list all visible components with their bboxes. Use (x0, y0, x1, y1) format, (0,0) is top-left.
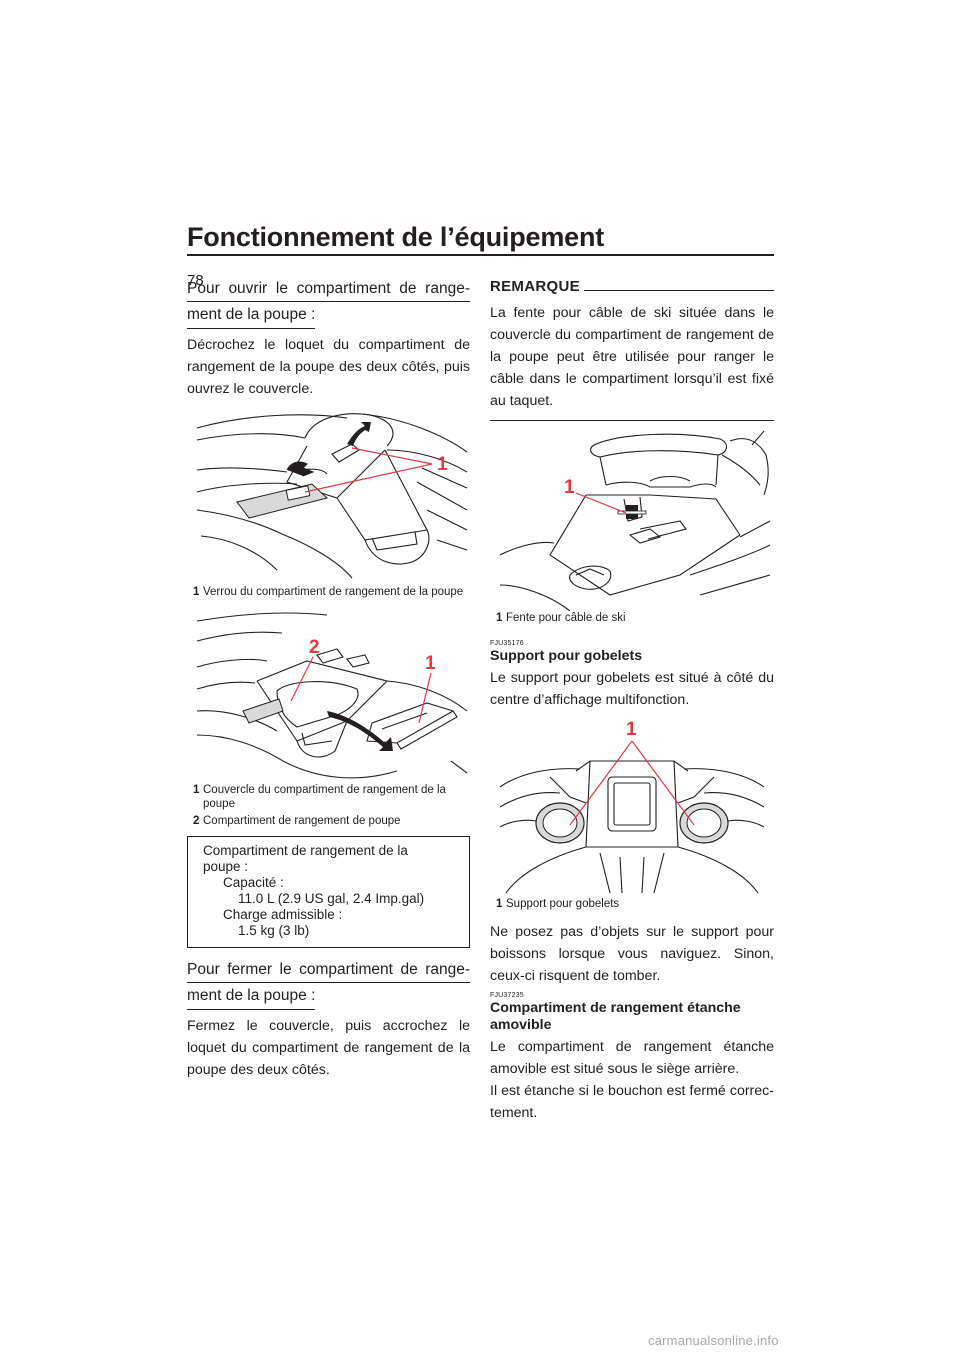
spec-line: poupe : (203, 859, 249, 874)
figure-stern-compartment-open: 2 1 (187, 611, 470, 783)
section-title: Support pour gobelets (490, 648, 643, 664)
note-rule (583, 290, 774, 291)
cup-holders-illustration: 1 (499, 719, 765, 894)
caption-text: Compartiment de rangement de poupe (203, 815, 401, 827)
spec-line: Compartiment de rangement de la (203, 843, 408, 858)
note-heading: REMARQUE (490, 278, 774, 296)
note-end-rule (490, 420, 774, 421)
caption-text: Fente pour câble de ski (506, 612, 626, 624)
callout-number: 1 (425, 653, 436, 674)
capacity-spec-box: Compartiment de rangement de la poupe : … (187, 836, 470, 948)
figure-ski-rope-slot: 1 (490, 425, 773, 612)
callout-line (351, 447, 433, 465)
right-column: REMARQUE La fente pour câble de ski situ… (490, 276, 774, 1124)
caption-number: 1 (496, 898, 503, 910)
spec-capacity-label: Capacité : (223, 875, 284, 890)
callout-number: 1 (564, 477, 575, 498)
callout-number: 1 (626, 719, 637, 740)
close-heading-line1: Pour fermer le compartiment de range- (187, 957, 470, 983)
caption-text: Support pour gobelets (506, 898, 620, 910)
open-heading: Pour ouvrir le compartiment de range- me… (187, 276, 470, 329)
caption-number: 1 (193, 586, 200, 598)
callout-number: 2 (309, 637, 320, 658)
cup-holder-warning: Ne posez pas d’objets sur le support pou… (490, 924, 774, 984)
open-heading-line2: ment de la poupe : (187, 302, 316, 329)
caption-number: 2 (193, 815, 200, 827)
callout-line (304, 463, 433, 493)
section-title-line1: Compartiment de rangement étanche (490, 1000, 741, 1016)
caption-number: 1 (193, 784, 200, 796)
open-instructions: Décrochez le loquet du compartiment de r… (187, 337, 470, 397)
close-instructions: Fermez le couvercle, puis accrochez le l… (187, 1018, 470, 1078)
callout-line (290, 656, 314, 702)
note-label: REMARQUE (490, 278, 580, 295)
spec-capacity-value: 11.0 L (2.9 US gal, 2.4 Imp.gal) (238, 891, 425, 906)
left-column: Pour ouvrir le compartiment de range- me… (187, 276, 470, 1081)
caption-number: 1 (496, 612, 503, 624)
section-code: FJU35176 (490, 640, 524, 647)
title-rule (187, 254, 774, 256)
figure-cup-holders: 1 (490, 717, 773, 897)
watermark: carmanualsonline.info (648, 1333, 779, 1348)
figure-stern-latch: 1 (187, 410, 470, 585)
callout-number: 1 (437, 454, 448, 475)
stern-latch-illustration: 1 (196, 413, 468, 579)
close-heading: Pour fermer le compartiment de range- me… (187, 957, 470, 1010)
open-heading-line1: Pour ouvrir le compartiment de range- (187, 276, 470, 302)
cup-holder-text: Le support pour gobelets est situé à côt… (490, 670, 774, 708)
spec-load-label: Charge admissible : (223, 907, 343, 922)
ski-rope-slot-illustration: 1 (499, 430, 771, 612)
caption-text: Verrou du compartiment de rangement de l… (203, 586, 464, 598)
storage-text: Le compartiment de rangement étanche amo… (490, 1039, 774, 1077)
callout-line (418, 672, 432, 724)
callout-line (575, 492, 627, 514)
note-text: La fente pour câble de ski située dans l… (490, 305, 774, 409)
storage-text: Il est étanche si le bouchon est fermé c… (490, 1083, 774, 1121)
page-number: 78 (187, 272, 204, 289)
page-title: Fonctionnement de l’équipement (187, 222, 605, 252)
callout-line (569, 740, 633, 826)
section-code: FJU37235 (490, 992, 524, 999)
stern-compartment-open-illustration: 2 1 (196, 612, 468, 779)
close-heading-line2: ment de la poupe : (187, 983, 316, 1010)
callout-line (631, 740, 695, 826)
caption-text: Couvercle du compartiment de rangement d… (203, 784, 446, 810)
spec-load-value: 1.5 kg (3 lb) (238, 923, 310, 938)
section-title-line2: amovible (490, 1017, 552, 1033)
